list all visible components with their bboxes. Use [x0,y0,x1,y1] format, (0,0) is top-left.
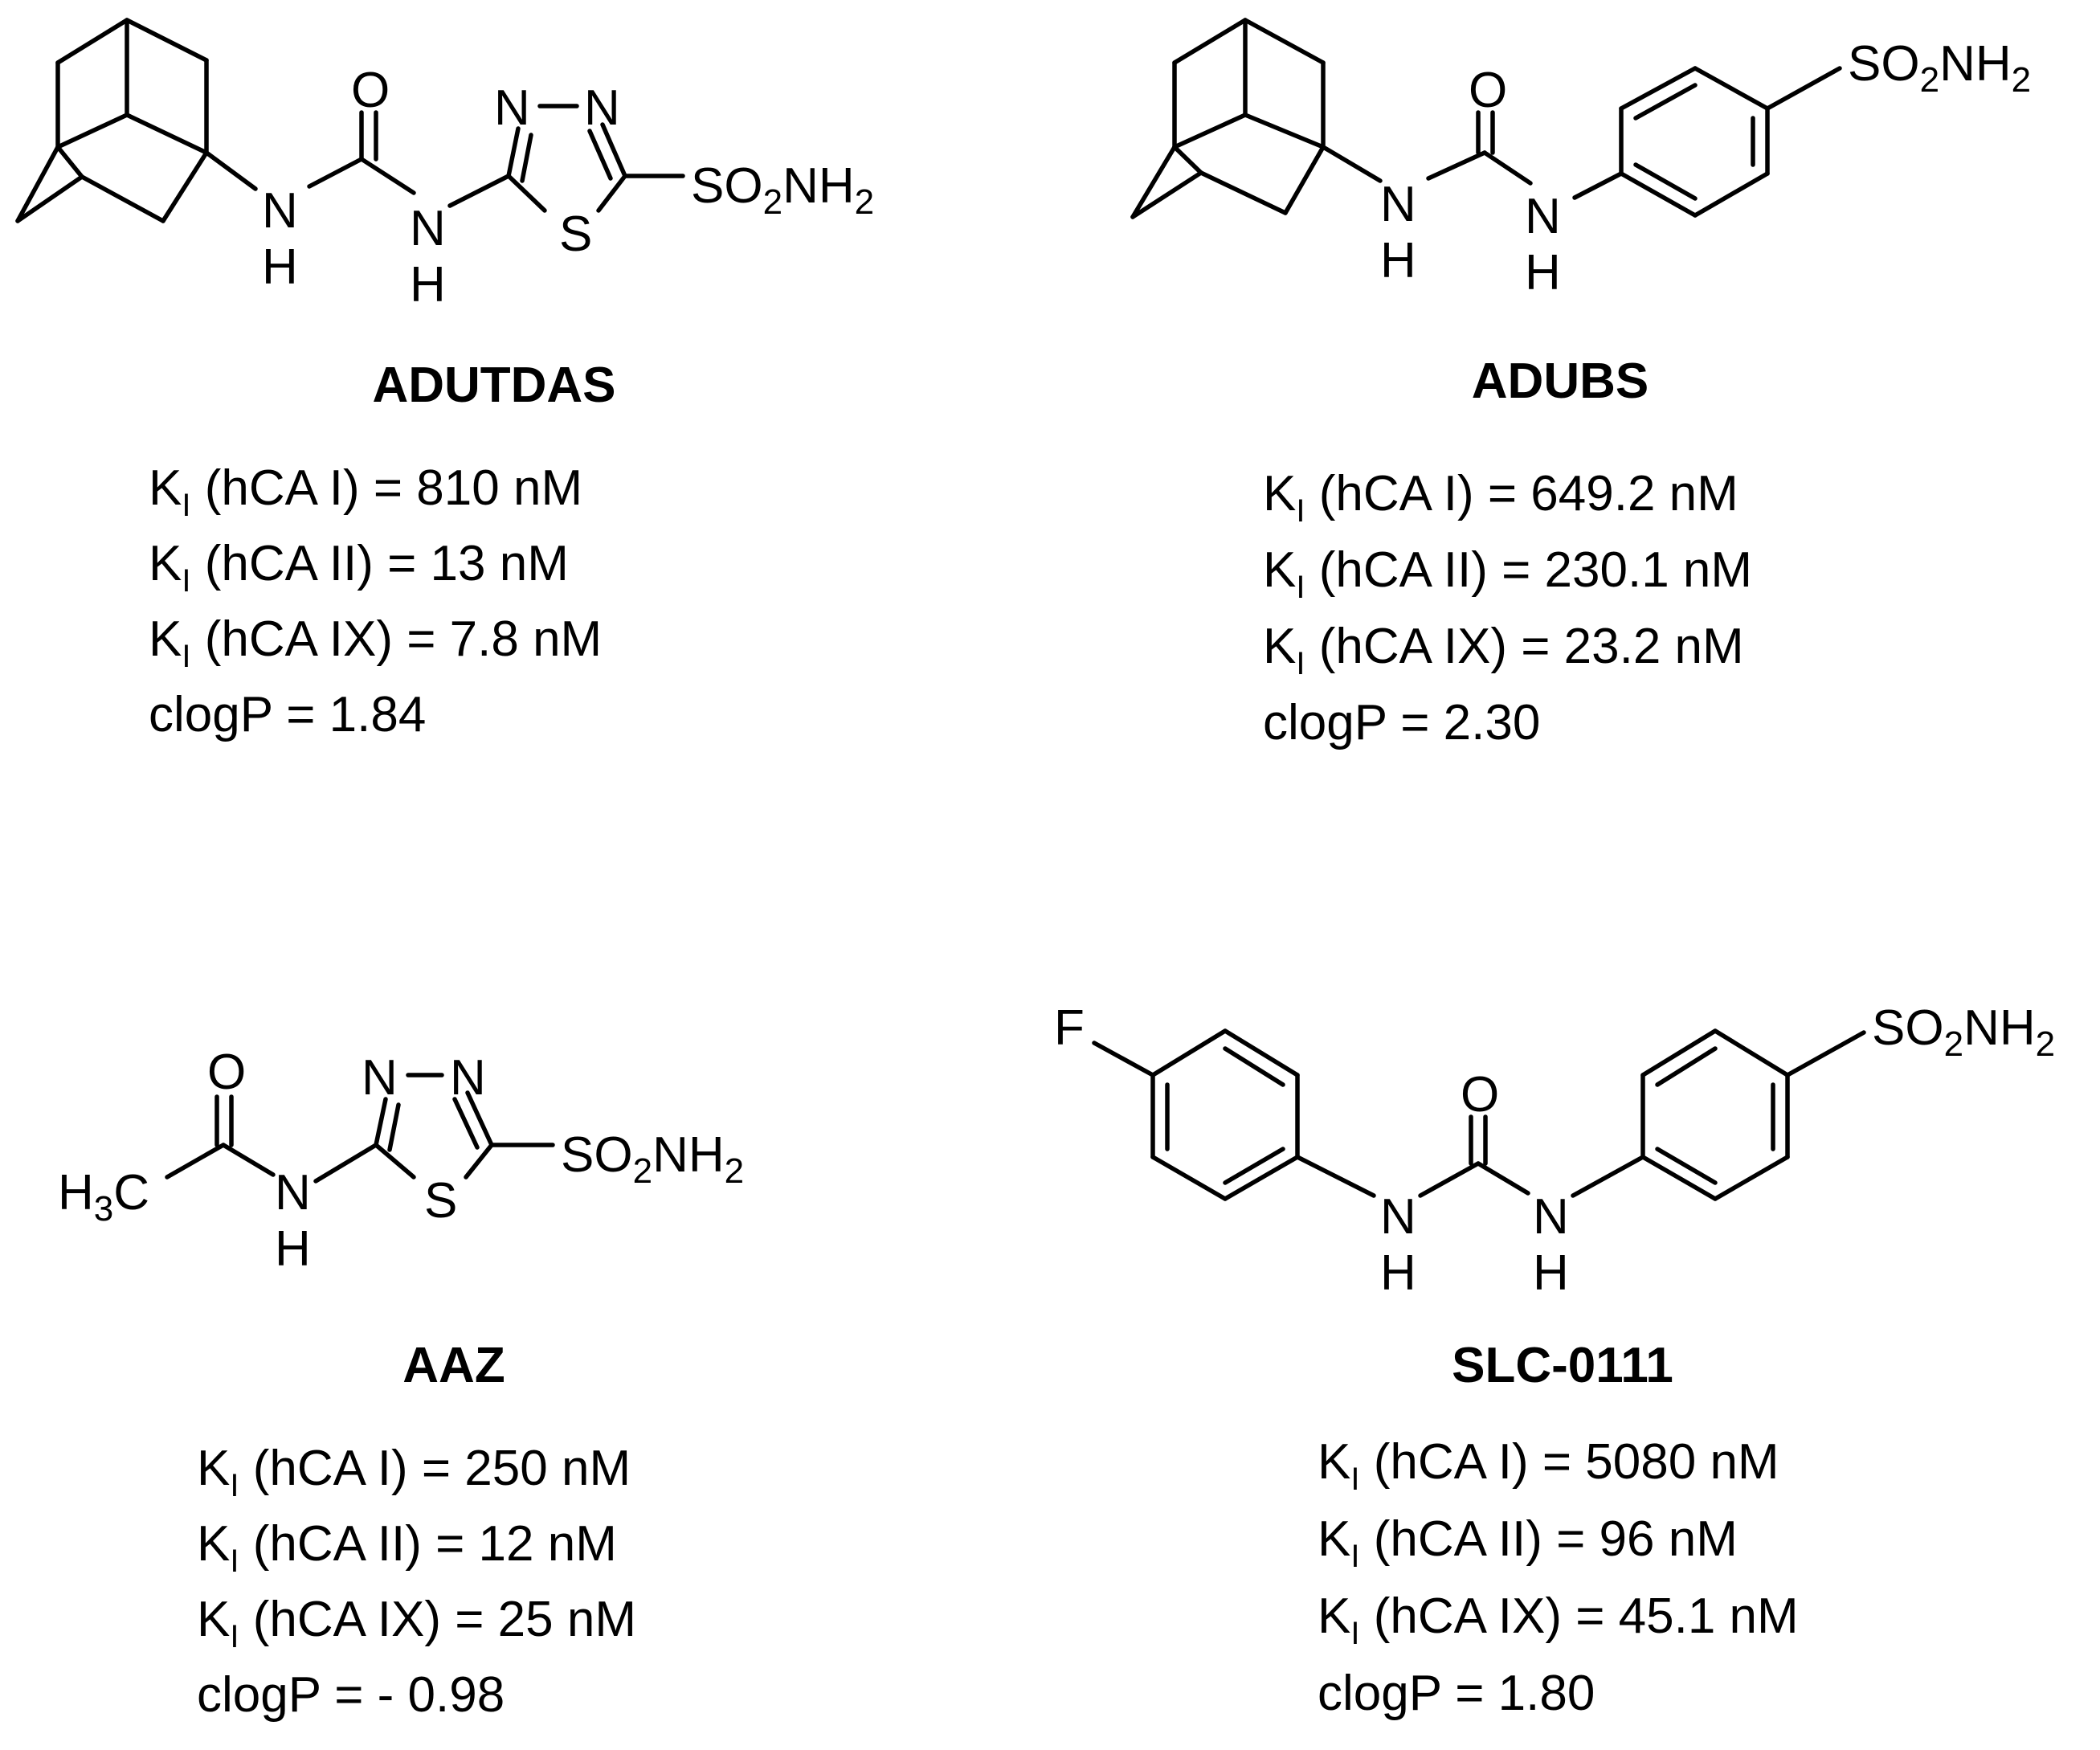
aaz-sulfonamide: SO2NH2 [561,1127,744,1191]
slc0111-ki-hca9: KI (hCA IX) = 45.1 nM [1318,1588,1799,1651]
slc0111-sulfonamide: SO2NH2 [1872,1000,2055,1064]
slc0111-nh-left-h: H [1380,1245,1416,1301]
slc0111-ki-hca2: KI (hCA II) = 96 nM [1318,1511,1738,1574]
adamantane-cage [1130,18,1326,219]
adubs-ki-hca2: KI (hCA II) = 230.1 nM [1263,542,1752,605]
aaz-ki-hca9: KI (hCA IX) = 25 nM [197,1592,636,1654]
benzene-ring [1619,66,1770,218]
adubs-properties: KI (hCA I) = 649.2 nM KI (hCA II) = 230.… [1263,466,1752,750]
aaz-carbonyl-o: O [207,1045,246,1100]
adubs-ki-hca1: KI (hCA I) = 649.2 nM [1263,466,1738,529]
adamantane-cage [15,18,209,223]
adubs-nh-left-n: N [1380,177,1416,232]
aaz-ki-hca2: KI (hCA II) = 12 nM [197,1516,617,1579]
aaz-name: AAZ [402,1338,505,1393]
adutdas-ki-hca9: KI (hCA IX) = 7.8 nM [149,611,602,674]
aaz-ring-s: S [424,1173,457,1229]
adutdas-ring-s: S [559,206,592,262]
adutdas-nh-left-n: N [262,183,298,239]
adutdas-name: ADUTDAS [372,358,615,413]
slc0111-properties: KI (hCA I) = 5080 nM KI (hCA II) = 96 nM… [1318,1434,1799,1721]
adubs-ki-hca9: KI (hCA IX) = 23.2 nM [1263,619,1744,681]
aaz-methyl: H3C [58,1165,149,1229]
adutdas-nh-right-h: H [410,257,446,313]
adutdas-ki-hca2: KI (hCA II) = 13 nM [149,536,569,599]
fluorophenyl-ring [1150,1028,1300,1201]
thiadiazole-ring [374,1073,494,1180]
adutdas-nh-left-h: H [262,239,298,295]
adutdas-nh-right-n: N [410,201,446,256]
compound-adubs: N H O N H SO2NH2 ADUBS KI (hCA I) = 649.… [1130,18,2031,750]
adubs-clogp: clogP = 2.30 [1263,695,1540,750]
adubs-name: ADUBS [1472,354,1649,409]
sulfonylphenyl-ring [1640,1028,1790,1201]
adubs-nh-left-h: H [1380,233,1416,288]
slc0111-carbonyl-o: O [1461,1067,1499,1122]
adutdas-ring-n2: N [584,80,620,136]
slc0111-nh-right-h: H [1533,1245,1569,1301]
aaz-properties: KI (hCA I) = 250 nM KI (hCA II) = 12 nM … [197,1441,636,1723]
aaz-ring-n2: N [450,1050,486,1106]
adutdas-properties: KI (hCA I) = 810 nM KI (hCA II) = 13 nM … [149,460,602,742]
aaz-clogp: clogP = - 0.98 [197,1667,505,1723]
aaz-nh-n: N [275,1165,311,1221]
adutdas-ki-hca1: KI (hCA I) = 810 nM [149,460,582,523]
slc0111-clogp: clogP = 1.80 [1318,1666,1595,1721]
aaz-ring-n1: N [362,1050,398,1106]
aaz-nh-h: H [275,1221,311,1277]
compound-slc0111: F N H O N H SO2NH2 SLC-0111 KI (hCA I) =… [1054,1000,2055,1721]
thiadiazole-ring [506,104,627,213]
adubs-carbonyl-o: O [1469,63,1507,118]
adubs-nh-right-h: H [1525,245,1561,301]
adutdas-sulfonamide: SO2NH2 [691,158,874,222]
aaz-ki-hca1: KI (hCA I) = 250 nM [197,1441,631,1503]
compound-aaz: H3C O N H N N S SO2NH2 AAZ KI (hCA I) = … [58,1045,744,1723]
adutdas-ring-n1: N [494,80,530,136]
slc0111-name: SLC-0111 [1452,1338,1673,1393]
adubs-nh-right-n: N [1525,189,1561,244]
slc0111-fluorine: F [1054,1000,1085,1056]
slc0111-nh-right-n: N [1533,1189,1569,1245]
adubs-sulfonamide: SO2NH2 [1848,36,2031,100]
compound-adutdas: N H O N H N N S SO2NH2 ADUTDAS KI (hCA I… [15,18,874,742]
slc0111-nh-left-n: N [1380,1189,1416,1245]
slc0111-ki-hca1: KI (hCA I) = 5080 nM [1318,1434,1779,1497]
adutdas-clogp: clogP = 1.84 [149,687,426,742]
adutdas-carbonyl-o: O [351,63,390,118]
